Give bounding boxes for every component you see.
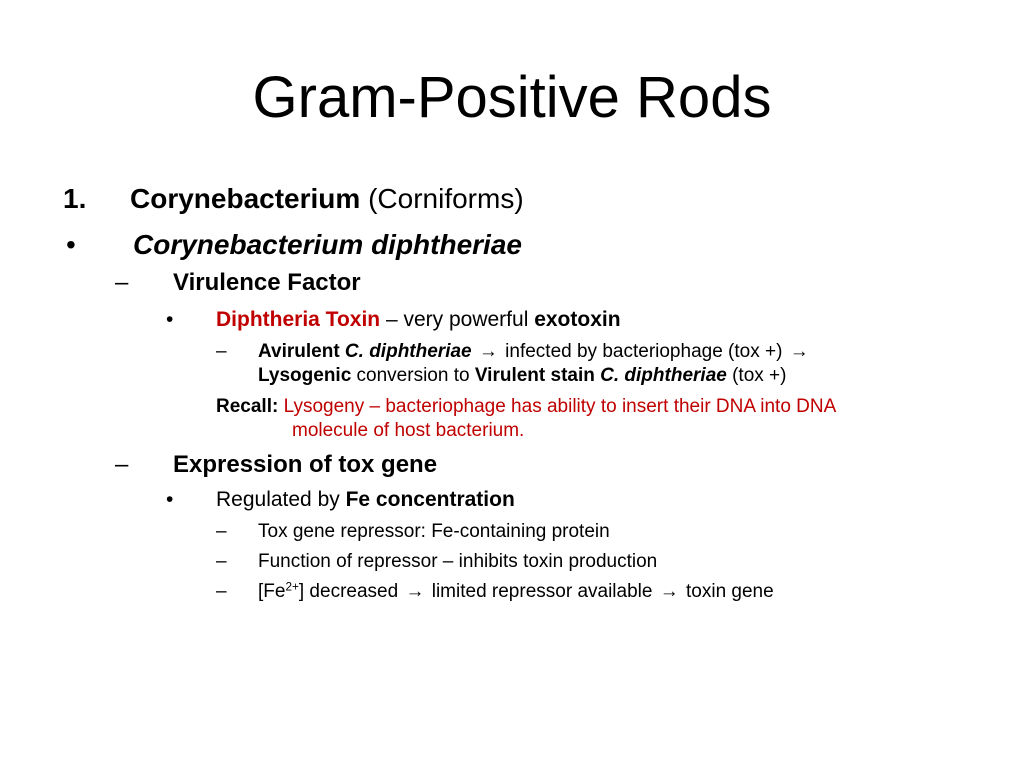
- expression-heading: Expression of tox gene: [173, 451, 438, 478]
- conversion-line-1: Avirulent C. diphtheriae → infected by b…: [258, 340, 811, 364]
- toxin-type: exotoxin: [534, 308, 621, 331]
- conversion-to-text: conversion to: [351, 365, 475, 386]
- point-2-dash: –: [216, 551, 227, 572]
- arrow-icon: →: [789, 341, 809, 362]
- arrow-icon: →: [659, 581, 679, 602]
- toxin-description: – very powerful: [380, 308, 535, 331]
- species-bullet: •: [66, 229, 76, 260]
- regulated-factor: Fe concentration: [345, 488, 515, 511]
- virulence-heading: Virulence Factor: [173, 269, 361, 296]
- point-3-dash: –: [216, 581, 227, 602]
- recall-line-2: molecule of host bacterium.: [292, 420, 525, 441]
- fe-bracket-open: [Fe: [258, 581, 286, 602]
- point-1-text: Tox gene repressor: Fe-containing protei…: [258, 521, 610, 542]
- fe-charge: 2+: [285, 580, 299, 594]
- genus-name: Corynebacterium: [130, 183, 361, 214]
- list-number-1: 1.: [63, 183, 87, 214]
- toxin-name: Diphtheria Toxin: [216, 308, 381, 331]
- slide-title: Gram-Positive Rods: [252, 65, 772, 130]
- recall-label: Recall:: [216, 396, 279, 417]
- regulated-bullet: •: [166, 488, 174, 511]
- toxin-bullet: •: [166, 308, 174, 331]
- species-abbrev-2: C. diphtheriae: [600, 365, 727, 386]
- point-1-dash: –: [216, 521, 227, 542]
- avirulent-label: Avirulent: [258, 341, 340, 362]
- point-2-text: Function of repressor – inhibits toxin p…: [258, 551, 658, 572]
- tox-text: (tox +): [726, 365, 787, 386]
- conversion-dash: –: [216, 341, 227, 362]
- toxin-line: Diphtheria Toxin – very powerful exotoxi…: [216, 307, 621, 333]
- point-3-line: [Fe2+] decreased → limited repressor ava…: [258, 580, 774, 604]
- toxin-gene-text: toxin gene: [680, 581, 774, 602]
- infected-text: infected by bacteriophage (tox +): [499, 341, 788, 362]
- limited-repressor: limited repressor available: [426, 581, 658, 602]
- arrow-icon: →: [478, 341, 498, 362]
- genus-line: Corynebacterium (Corniforms): [130, 182, 524, 216]
- recall-text: Lysogeny – bacteriophage has ability to …: [283, 396, 837, 417]
- species-abbrev: C. diphtheriae: [344, 341, 472, 362]
- regulated-prefix: Regulated by: [216, 488, 346, 511]
- lysogenic-label: Lysogenic: [258, 365, 352, 386]
- expression-dash: –: [115, 451, 129, 478]
- regulated-line: Regulated by Fe concentration: [216, 487, 515, 513]
- recall-line-1: Recall: Lysogeny – bacteriophage has abi…: [216, 395, 836, 419]
- conversion-line-2: Lysogenic conversion to Virulent stain C…: [258, 364, 786, 388]
- species-name: Corynebacterium diphtheriae: [133, 229, 522, 260]
- genus-common-name: (Corniforms): [368, 183, 524, 214]
- virulence-dash: –: [115, 269, 129, 296]
- virulent-label: Virulent stain: [474, 365, 595, 386]
- arrow-icon: →: [405, 581, 425, 602]
- fe-decreased: ] decreased: [298, 581, 404, 602]
